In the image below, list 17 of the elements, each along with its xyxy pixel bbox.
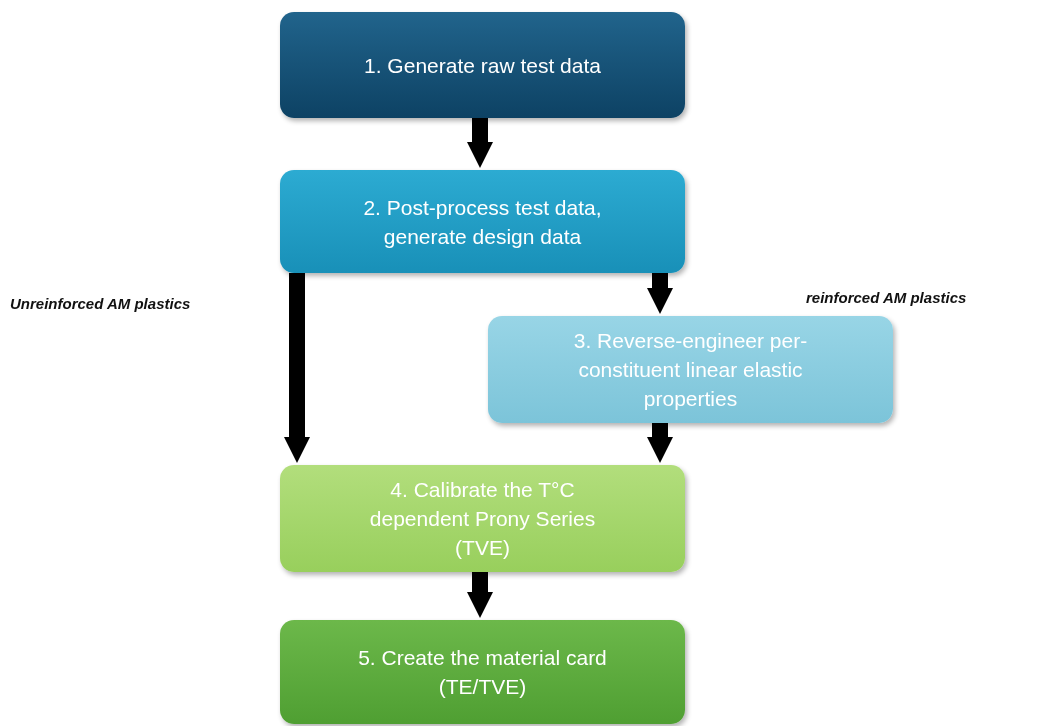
process-box <box>280 170 685 273</box>
step-text: 3. Reverse-engineer per-constituent linear elastic properties <box>572 328 809 412</box>
step-text: 2. Post-process test data, generate design data <box>362 194 603 250</box>
step-text: 1. Generate raw test data <box>364 52 601 79</box>
branch-label: reinforced AM plastics <box>806 288 967 308</box>
arrow <box>467 118 493 168</box>
arrow <box>647 273 673 314</box>
process-box <box>280 620 685 724</box>
step-text: 5. Create the material card (TE/TVE) <box>357 645 608 700</box>
branch-label: Unreinforced AM plastics <box>10 294 191 314</box>
arrow <box>284 273 310 463</box>
arrow <box>467 572 493 618</box>
process-box <box>280 12 685 118</box>
step-text: 4. Calibrate the T°C dependent Prony Series (TVE) <box>368 477 597 561</box>
process-box <box>488 316 893 423</box>
arrow <box>647 423 673 463</box>
process-box <box>280 465 685 572</box>
